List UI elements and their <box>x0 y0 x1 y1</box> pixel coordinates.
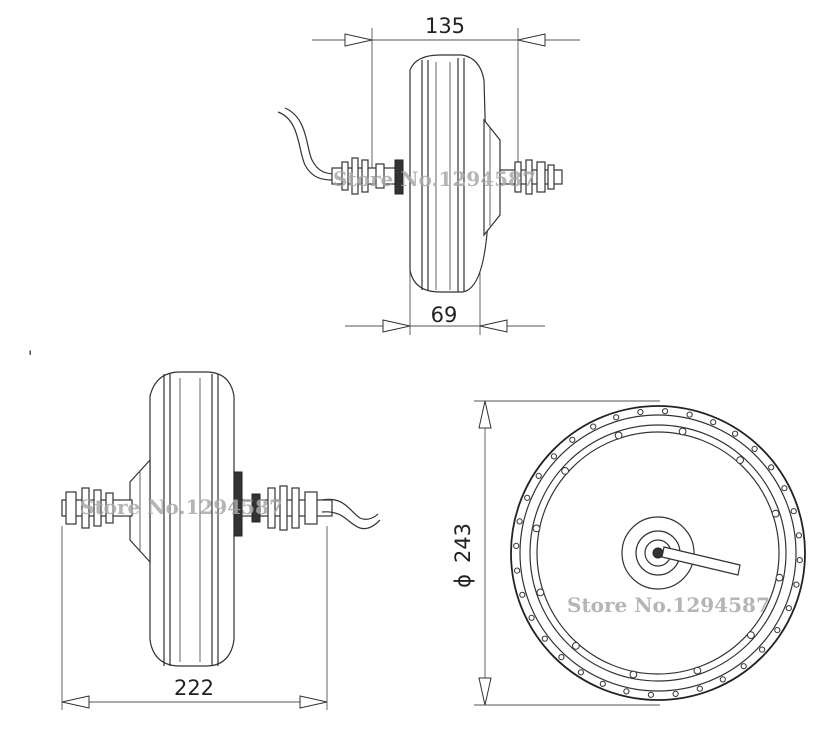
dimension-diameter: ϕ 243 <box>451 400 660 706</box>
bolt-hole <box>696 685 703 692</box>
bolt-holes <box>513 408 803 698</box>
bolt-hole <box>672 690 679 698</box>
bolt-hole <box>686 411 693 418</box>
bolt-hole <box>535 472 542 479</box>
bolt-hole <box>524 494 531 501</box>
diameter-value: 243 <box>451 523 475 563</box>
bolt-hole <box>577 669 585 676</box>
bolt-hole <box>736 456 744 465</box>
bolt-hole <box>781 485 788 492</box>
stray-mark: ' <box>28 347 32 366</box>
side-hub-body <box>149 371 235 667</box>
bolt-hole <box>751 445 758 452</box>
front-view: ϕ 243 Store No.1294587 <box>451 400 806 706</box>
bolt-hole <box>614 431 623 440</box>
dimension-69-label: 69 <box>431 303 458 327</box>
bolt-hole <box>693 666 702 675</box>
bolt-hole <box>768 464 775 471</box>
side-view-watermark: Store No.1294587 <box>80 495 283 519</box>
bolt-hole <box>629 670 638 679</box>
top-view: 135 69 <box>277 14 580 335</box>
bolt-hole <box>561 467 569 475</box>
bolt-hole <box>550 453 558 460</box>
bolt-hole <box>541 635 548 642</box>
diameter-symbol: ϕ <box>451 574 475 588</box>
bolt-hole <box>637 409 644 416</box>
front-cable <box>661 546 741 576</box>
bolt-hole <box>613 414 620 421</box>
bolt-hole <box>795 532 803 539</box>
bolt-hole <box>662 408 669 415</box>
dimension-222-label: 222 <box>174 676 214 700</box>
bolt-hole <box>569 436 576 443</box>
dimension-135: 135 <box>312 14 580 170</box>
bolt-hole <box>785 605 792 612</box>
dimension-222: 222 <box>61 526 328 710</box>
top-cable-outer <box>284 107 337 175</box>
bolt-hole <box>519 591 526 598</box>
bolt-hole <box>647 691 655 698</box>
bolt-hole <box>514 567 521 574</box>
bolt-hole <box>513 542 520 550</box>
bolt-hole <box>536 588 545 597</box>
bolt-hole <box>710 419 717 426</box>
dimension-135-label: 135 <box>425 14 465 38</box>
bolt-hole <box>623 688 630 695</box>
bolt-hole <box>719 676 726 683</box>
bolt-hole <box>558 654 565 661</box>
bolt-hole <box>796 557 803 564</box>
bolt-hole <box>771 509 780 518</box>
bolt-hole <box>678 427 687 436</box>
bolt-hole <box>759 646 766 653</box>
bolt-hole <box>790 508 797 515</box>
bolt-hole <box>532 524 541 533</box>
side-view: 222 Store No.1294587 <box>61 371 381 710</box>
bolt-hole <box>590 423 597 430</box>
bolt-hole <box>793 581 800 588</box>
bolt-hole <box>528 614 535 621</box>
bolt-hole <box>732 430 739 437</box>
bolt-hole <box>740 663 747 670</box>
bolt-hole <box>747 631 755 639</box>
front-view-watermark: Store No.1294587 <box>567 593 770 617</box>
side-cable <box>321 498 379 520</box>
bolt-hole <box>599 680 606 687</box>
top-view-watermark: Store No.1294587 <box>333 167 536 191</box>
top-cable <box>277 111 333 181</box>
bolt-hole <box>572 642 580 650</box>
bolt-hole <box>775 573 784 582</box>
bolt-hole <box>774 627 781 634</box>
bolt-hole <box>516 518 523 525</box>
